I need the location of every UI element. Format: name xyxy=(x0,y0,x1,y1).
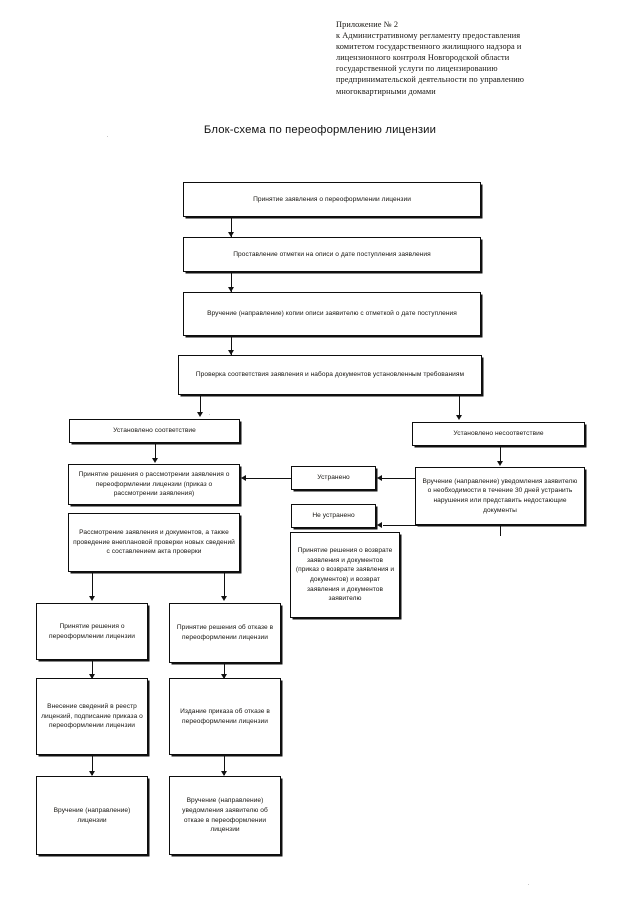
arrowhead-notification-to-not-remedied xyxy=(377,522,382,528)
connector-review-to-reissue xyxy=(92,572,93,598)
header-note-line-5: государственной услуги по лицензированию xyxy=(336,64,498,74)
node-not-remedied: Не устранено xyxy=(291,504,376,528)
connector-remedied-to-decision xyxy=(246,478,291,479)
scan-speck xyxy=(107,136,108,137)
node-deliver-copy: Вручение (направление) копии описи заяви… xyxy=(183,292,481,336)
arrowhead-check-to-compliance xyxy=(197,412,203,417)
node-notification-30-days: Вручение (направление) уведомления заяви… xyxy=(415,467,585,525)
arrowhead-order-to-refusal-notice xyxy=(221,771,227,776)
node-review-documents: Рассмотрение заявления и документов, а т… xyxy=(68,513,240,572)
connector-reissue-to-register xyxy=(92,660,93,678)
arrowhead-remedied-to-decision xyxy=(241,475,246,481)
node-compliance-established: Установлено соответствие xyxy=(69,419,240,443)
connector-check-to-noncompliance xyxy=(459,395,460,417)
node-mark-inventory: Проставление отметки на описи о дате пос… xyxy=(183,237,481,272)
connector-review-to-refusal xyxy=(224,572,225,598)
connector-register-to-deliver-license xyxy=(92,755,93,775)
connector-notification-to-remedied xyxy=(382,478,415,479)
connector-order-to-refusal-notice xyxy=(224,755,225,775)
header-note-line-6: предпринимательской деятельности по упра… xyxy=(336,75,525,85)
connector-notification-down xyxy=(500,525,501,536)
header-note-line-3: комитетом государственного жилищного над… xyxy=(336,42,522,52)
connector-accept-to-mark xyxy=(231,217,232,237)
arrowhead-register-to-deliver-license xyxy=(89,771,95,776)
header-note-line-4: лицензионного контроля Новгородской обла… xyxy=(336,53,510,63)
connector-deliver-to-check xyxy=(231,336,232,355)
node-return-documents: Принятие решения о возврате заявления и … xyxy=(290,532,400,618)
connector-refusal-to-order xyxy=(224,663,225,678)
connector-noncompliance-to-notification xyxy=(500,446,501,463)
arrowhead-review-to-refusal xyxy=(221,596,227,601)
header-note-line-2: к Административному регламенту предостав… xyxy=(336,31,521,41)
arrowhead-notification-to-remedied xyxy=(377,475,382,481)
node-deliver-license: Вручение (направление) лицензии xyxy=(36,776,148,855)
appendix-header-note: Приложение № 2 к Административному регла… xyxy=(336,19,592,97)
node-accept-application: Принятие заявления о переоформлении лице… xyxy=(183,182,481,217)
connector-compliance-to-decision xyxy=(155,443,156,460)
connector-check-to-compliance xyxy=(200,395,201,414)
node-decision-reissue: Принятие решения о переоформлении лиценз… xyxy=(36,603,148,660)
arrowhead-check-to-noncompliance xyxy=(456,415,462,420)
arrowhead-compliance-to-decision xyxy=(152,458,158,463)
arrowhead-deliver-to-check xyxy=(228,350,234,355)
arrowhead-refusal-to-order xyxy=(221,674,227,679)
connector-notification-to-not-remedied xyxy=(383,525,501,526)
node-decision-review: Принятие решения о рассмотрении заявлени… xyxy=(68,464,240,505)
page-title: Блок-схема по переоформлению лицензии xyxy=(203,124,437,136)
header-note-line-7: многоквартирными домами xyxy=(336,86,436,96)
node-deliver-refusal-notice: Вручение (направление) уведомления заяви… xyxy=(169,776,281,855)
header-note-line-1: Приложение № 2 xyxy=(336,20,399,29)
arrowhead-reissue-to-register xyxy=(89,674,95,679)
node-check-compliance: Проверка соответствия заявления и набора… xyxy=(178,355,482,395)
connector-mark-to-deliver xyxy=(231,272,232,292)
node-noncompliance-established: Установлено несоответствие xyxy=(412,422,585,446)
node-issue-refusal-order: Издание приказа об отказе в переоформлен… xyxy=(169,678,281,755)
node-decision-refusal: Принятие решения об отказе в переоформле… xyxy=(169,603,281,663)
arrowhead-noncompliance-to-notification xyxy=(497,461,503,466)
arrowhead-review-to-reissue xyxy=(89,596,95,601)
scan-speck xyxy=(209,414,210,415)
node-register-entry: Внесение сведений в реестр лицензий, под… xyxy=(36,678,148,755)
arrowhead-accept-to-mark xyxy=(228,232,234,237)
arrowhead-mark-to-deliver xyxy=(228,287,234,292)
node-remedied: Устранено xyxy=(291,466,376,490)
scan-speck xyxy=(528,884,529,885)
